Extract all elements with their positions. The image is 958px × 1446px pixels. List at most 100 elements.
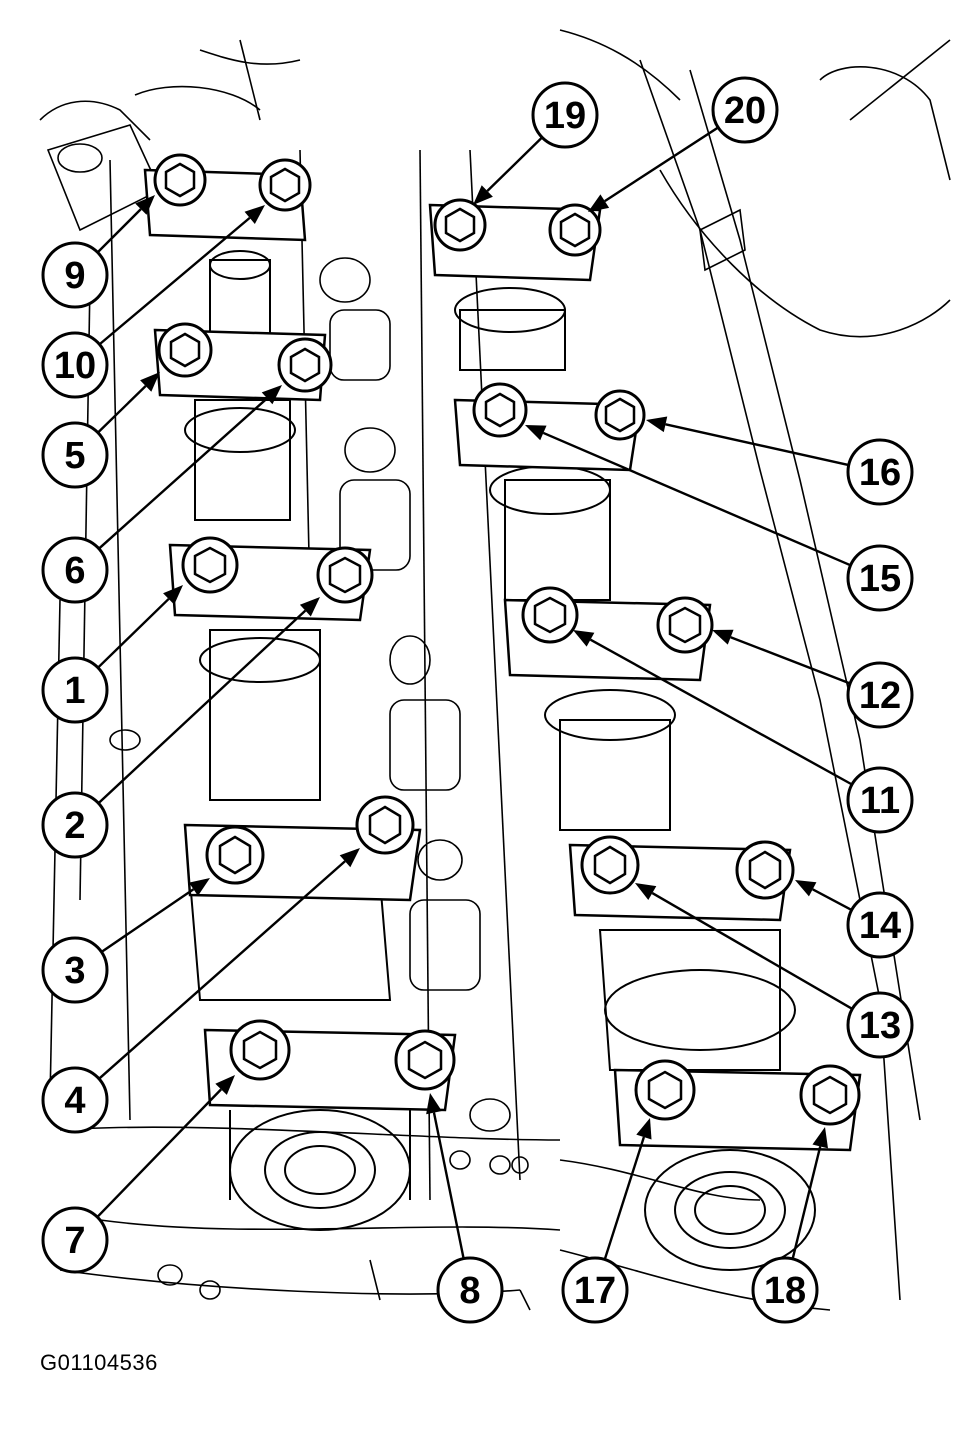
callout-circle-15: [846, 544, 914, 612]
callout-label-18: 18: [764, 1270, 806, 1312]
callout-leaders: [96, 126, 853, 1260]
callout-circle-4: [41, 1066, 109, 1134]
leader-line-12: [730, 636, 851, 685]
cap-bolts: [153, 153, 861, 1126]
arrowhead-5: [140, 372, 160, 392]
leader-line-13: [651, 891, 853, 1010]
callout-label-7: 7: [64, 1220, 85, 1262]
leader-line-8: [432, 1112, 465, 1259]
leader-line-15: [542, 431, 852, 567]
callout-label-1: 1: [64, 670, 85, 712]
leader-line-16: [665, 423, 850, 467]
bolt-10: [258, 158, 312, 212]
arrowhead-19: [473, 185, 493, 205]
callout-circle-16: [846, 438, 914, 506]
callout-circle-8: [436, 1256, 504, 1324]
figure-id: G01104536: [40, 1350, 158, 1375]
leader-line-7: [96, 1088, 222, 1218]
callout-label-6: 6: [64, 550, 85, 592]
callout-circle-11: [846, 766, 914, 834]
callout-label-2: 2: [64, 805, 85, 847]
callout-label-3: 3: [64, 950, 85, 992]
callout-label-14: 14: [859, 905, 901, 947]
callout-label-20: 20: [724, 90, 766, 132]
leader-line-6: [98, 397, 268, 550]
bolt-18: [799, 1064, 861, 1126]
arrowhead-1: [163, 585, 183, 605]
leader-line-17: [603, 1136, 646, 1260]
callout-circle-19: [531, 81, 599, 149]
callout-circle-1: [41, 656, 109, 724]
arrowhead-14: [795, 880, 817, 897]
callout-circle-6: [41, 536, 109, 604]
leader-line-10: [98, 216, 251, 346]
bolt-9: [153, 153, 207, 207]
arrowhead-13: [635, 883, 657, 900]
bolt-14: [735, 840, 795, 900]
arrowhead-6: [261, 385, 282, 405]
leader-line-19: [486, 136, 543, 192]
callout-label-12: 12: [859, 675, 901, 717]
arrowhead-3: [188, 878, 210, 896]
callout-label-16: 16: [859, 452, 901, 494]
bolt-3: [205, 825, 265, 885]
bolt-1: [181, 536, 239, 594]
leader-line-11: [589, 638, 853, 786]
leader-line-14: [812, 888, 853, 912]
bolt-15: [472, 382, 528, 438]
arrowhead-16: [646, 416, 668, 433]
bolt-4: [355, 795, 415, 855]
callout-circle-5: [41, 421, 109, 489]
leader-line-5: [97, 385, 147, 434]
callout-circle-3: [41, 936, 109, 1004]
arrowhead-9: [135, 195, 155, 215]
callout-circle-12: [846, 661, 914, 729]
bolt-7: [229, 1019, 291, 1081]
arrowhead-17: [636, 1118, 652, 1140]
callout-circle-7: [41, 1206, 109, 1274]
bolt-19: [433, 198, 487, 252]
leader-line-4: [98, 860, 346, 1080]
bolt-17: [634, 1059, 696, 1121]
callout-label-11: 11: [860, 780, 900, 822]
right-camshaft: [454, 287, 816, 1271]
callout-circle-20: [711, 76, 779, 144]
callout-label-19: 19: [544, 95, 586, 137]
arrowhead-12: [712, 629, 734, 645]
callout-label-17: 17: [574, 1270, 616, 1312]
bolt-11: [521, 586, 579, 644]
leader-line-1: [97, 598, 170, 669]
callout-circle-14: [846, 891, 914, 959]
callout-circle-18: [751, 1256, 819, 1324]
callout-label-5: 5: [64, 435, 85, 477]
leader-line-3: [100, 888, 195, 953]
bolt-5: [157, 322, 213, 378]
bolt-13: [580, 835, 640, 895]
bolt-12: [656, 596, 714, 654]
arrowhead-15: [525, 425, 547, 441]
arrowhead-20: [588, 194, 610, 212]
callout-label-8: 8: [459, 1270, 480, 1312]
callout-circle-10: [41, 331, 109, 399]
callout-circle-9: [41, 241, 109, 309]
arrowhead-18: [812, 1127, 829, 1149]
arrowhead-2: [299, 597, 320, 617]
leader-line-20: [604, 126, 719, 203]
arrowhead-4: [339, 848, 360, 868]
bolt-16: [594, 389, 646, 441]
callout-circle-2: [41, 791, 109, 859]
arrowhead-10: [244, 205, 265, 225]
callout-label-15: 15: [859, 558, 901, 600]
bolt-8: [394, 1029, 456, 1091]
callout-circle-13: [846, 991, 914, 1059]
bolt-6: [277, 337, 333, 393]
callout-label-4: 4: [64, 1080, 85, 1122]
leader-line-18: [791, 1146, 822, 1260]
bolt-20: [548, 203, 602, 257]
callout-circle-17: [561, 1256, 629, 1324]
bolt-2: [316, 546, 374, 604]
leader-line-9: [96, 208, 142, 254]
leader-line-2: [97, 609, 307, 805]
